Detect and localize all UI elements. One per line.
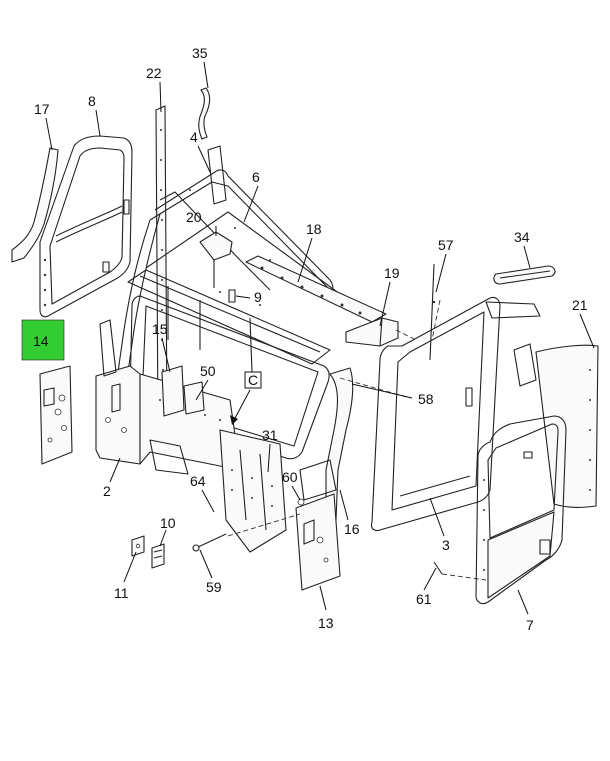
part-13-lower-panel — [295, 493, 341, 591]
callout-19: 19 — [384, 265, 400, 281]
callout-9: 9 — [254, 289, 262, 305]
callout-34: 34 — [514, 229, 530, 245]
view-c-arrow — [230, 389, 251, 425]
callout-8: 8 — [88, 93, 96, 109]
part-21-outer-panel — [513, 343, 599, 508]
callout-50: 50 — [200, 363, 216, 379]
callout-21: 21 — [572, 297, 588, 313]
callout-35: 35 — [192, 45, 208, 61]
callout-17: 17 — [34, 101, 50, 117]
callout-60: 60 — [282, 469, 298, 485]
part-7-door — [475, 415, 567, 605]
part-9-clip — [228, 289, 236, 303]
part-11-hinge — [131, 535, 145, 557]
part-60-fastener — [297, 498, 305, 506]
callout-15: 15 — [152, 321, 168, 337]
view-c-box: C — [244, 371, 262, 389]
callout-58: 58 — [418, 391, 434, 407]
callout-7: 7 — [526, 617, 534, 633]
callout-18: 18 — [306, 221, 322, 237]
callout-61: 61 — [416, 591, 432, 607]
part-57-trim — [429, 263, 436, 361]
callout-22: 22 — [146, 65, 162, 81]
part-18-roof-panel — [245, 255, 387, 323]
callout-14-highlight: 14 — [21, 319, 65, 361]
callout-11: 11 — [114, 585, 129, 601]
callout-2: 2 — [103, 483, 111, 499]
part-14-panel — [39, 365, 73, 465]
callout-14: 14 — [33, 333, 49, 349]
part-8-door-frame — [39, 135, 133, 318]
callout-16: 16 — [344, 521, 360, 537]
part-50-inner-bracket — [183, 381, 205, 415]
callout-10: 10 — [160, 515, 176, 531]
callout-31: 31 — [262, 427, 278, 443]
part-10-hinge — [151, 543, 165, 569]
view-c-label: C — [248, 372, 258, 388]
part-17-seal — [11, 147, 59, 263]
part-35-strip — [198, 87, 211, 140]
callout-4: 4 — [190, 129, 198, 145]
callout-20: 20 — [186, 209, 202, 225]
part-3-door-opening — [370, 296, 541, 532]
part-19-corner-bracket — [345, 317, 399, 347]
part-15-inner-bracket — [161, 365, 185, 417]
callout-6: 6 — [252, 169, 260, 185]
windshield-frame — [129, 295, 330, 460]
callout-57: 57 — [438, 237, 454, 253]
part-61-pin — [433, 561, 443, 575]
part-20-bracket — [199, 231, 233, 288]
part-59-bolt — [192, 533, 227, 552]
callout-59: 59 — [206, 579, 222, 595]
leader-lines — [45, 61, 595, 615]
callout-64: 64 — [190, 473, 206, 489]
part-31-center-structure — [219, 429, 287, 553]
callout-3: 3 — [442, 537, 450, 553]
part-34-strip — [493, 265, 556, 285]
callout-13: 13 — [318, 615, 334, 631]
callout-labels: 35 22 17 8 4 6 20 18 57 34 19 9 21 14 15… — [21, 45, 588, 633]
